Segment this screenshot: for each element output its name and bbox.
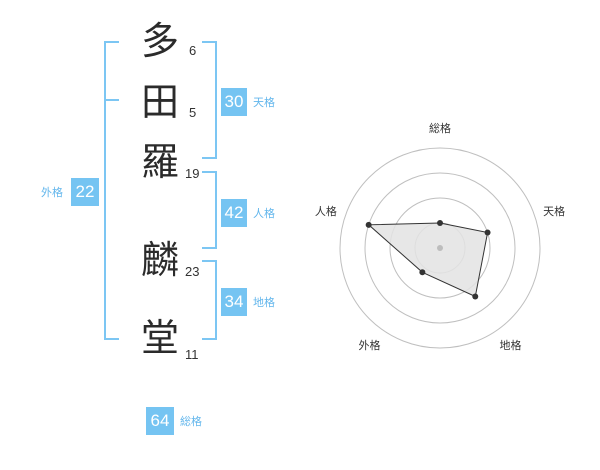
stroke-count-2: 5 — [189, 105, 197, 120]
soukaku-badge: 64 — [146, 407, 174, 435]
tenkaku-bracket — [202, 41, 217, 159]
jinkaku-badge: 42 — [221, 199, 247, 227]
soukaku-label: 総格 — [180, 415, 202, 428]
jinkaku-label: 人格 — [253, 207, 275, 220]
radar-axis-label-4: 外格 — [359, 338, 381, 352]
gaikaku-bracket-tick — [104, 99, 119, 101]
chikaku-badge: 34 — [221, 288, 247, 316]
jinkaku-bracket — [202, 171, 217, 249]
name-char-2: 田 — [141, 80, 180, 124]
gaikaku-badge: 22 — [71, 178, 99, 206]
radar-axis-label-2: 天格 — [543, 204, 565, 218]
stroke-count-3: 19 — [185, 166, 200, 181]
radar-axis-label-5: 人格 — [315, 204, 337, 218]
gaikaku-bracket — [104, 41, 119, 340]
stroke-count-1: 6 — [189, 43, 197, 58]
radar-area — [367, 222, 489, 298]
radar-point-1 — [437, 220, 443, 226]
chikaku-label: 地格 — [253, 296, 275, 309]
radar-center — [437, 245, 443, 251]
radar-ring — [339, 147, 541, 349]
stroke-count-4: 23 — [185, 264, 200, 279]
radar-axis-label-3: 地格 — [500, 338, 522, 352]
gaikaku-label: 外格 — [41, 186, 63, 199]
radar-axis-label-1: 総格 — [429, 121, 451, 135]
name-char-4: 麟 — [141, 238, 180, 282]
radar-ring — [364, 172, 516, 324]
radar-point-4 — [419, 269, 426, 276]
radar-ring — [389, 197, 491, 299]
radar-point-2 — [484, 229, 491, 236]
chikaku-bracket — [202, 260, 217, 340]
radar-point-3 — [472, 293, 479, 300]
name-char-3: 羅 — [141, 140, 180, 184]
radar-point-5 — [365, 221, 372, 228]
tenkaku-badge: 30 — [221, 88, 247, 116]
stroke-count-5: 11 — [185, 347, 199, 362]
tenkaku-label: 天格 — [253, 96, 275, 109]
name-char-5: 堂 — [141, 316, 180, 360]
name-char-1: 多 — [141, 19, 180, 63]
